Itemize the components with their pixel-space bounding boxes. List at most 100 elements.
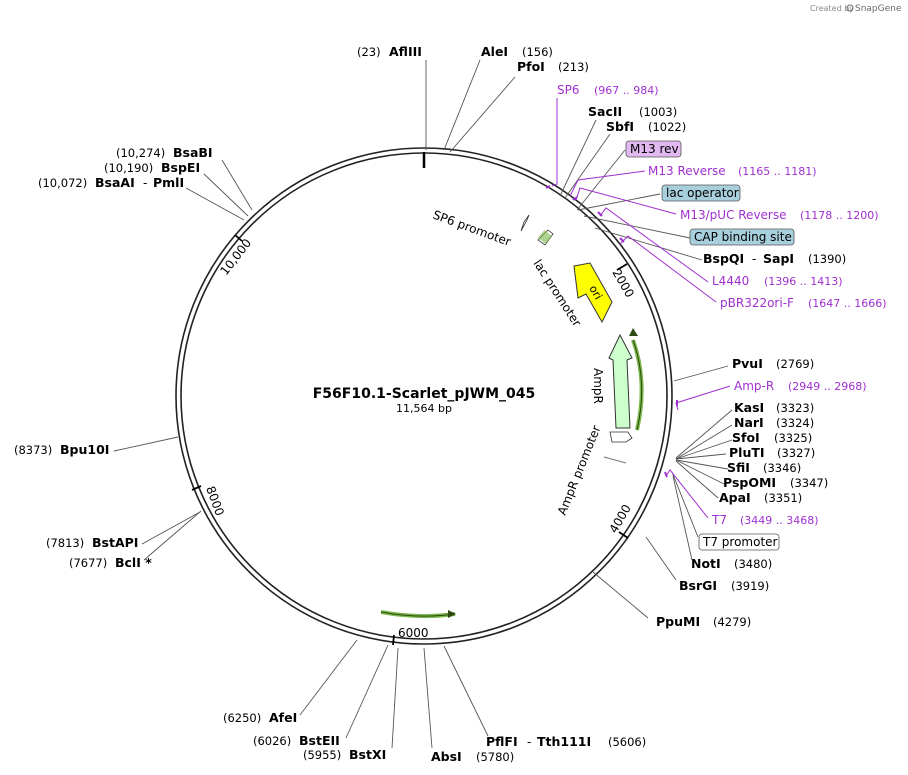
site-sbfi[interactable]: SbfI bbox=[606, 119, 634, 134]
site-afei-pos: (6250) bbox=[223, 711, 261, 725]
site-afliii[interactable]: AflIII bbox=[389, 44, 422, 59]
site-bsaai-sep: - bbox=[143, 176, 147, 190]
site-pspomi[interactable]: PspOMI bbox=[723, 475, 776, 490]
site-sfoi-pos: (3325) bbox=[774, 431, 812, 445]
site-bstxi[interactable]: BstXI bbox=[349, 747, 386, 762]
feature-t7-promoter[interactable]: T7 promoter bbox=[702, 535, 778, 549]
primer-marks bbox=[545, 185, 678, 478]
primer-pbr322ori-f-pos: (1647 .. 1666) bbox=[808, 297, 887, 310]
site-pfoi[interactable]: PfoI bbox=[517, 59, 545, 74]
site-bsaai[interactable]: BsaAI bbox=[95, 175, 135, 190]
site-absi[interactable]: AbsI bbox=[431, 749, 462, 764]
site-bsabi-pos: (10,274) bbox=[116, 146, 165, 160]
site-nari[interactable]: NarI bbox=[734, 415, 764, 430]
snapgene-brand: SnapGene bbox=[855, 4, 902, 14]
ampr-highlight-line bbox=[632, 339, 643, 431]
site-pflfi[interactable]: PflFI bbox=[486, 734, 518, 749]
t7-promoter-box bbox=[698, 533, 780, 551]
primer-m13-reverse-pos: (1165 .. 1181) bbox=[738, 165, 817, 178]
site-bcli-pos: (7677) bbox=[69, 556, 107, 570]
site-bspqi-pos: (1390) bbox=[808, 252, 846, 266]
primer-m13-puc-reverse[interactable]: M13/pUC Reverse bbox=[680, 208, 787, 222]
site-pspomi-pos: (3347) bbox=[790, 476, 828, 490]
site-pluti[interactable]: PluTI bbox=[729, 445, 765, 460]
site-pvui-pos: (2769) bbox=[776, 357, 814, 371]
site-bpu10i[interactable]: Bpu10I bbox=[60, 442, 109, 457]
site-pfoi-pos: (213) bbox=[558, 60, 589, 74]
plasmid-size: 11,564 bp bbox=[396, 402, 452, 415]
site-ppumi-pos: (4279) bbox=[713, 615, 751, 629]
site-ppumi[interactable]: PpuMI bbox=[656, 614, 700, 629]
site-apai-pos: (3351) bbox=[764, 491, 802, 505]
sp6-promoter-label: SP6 promoter bbox=[431, 208, 513, 249]
lac-operator-box bbox=[537, 229, 553, 245]
cap-binding-box bbox=[689, 228, 795, 246]
site-bspei-pos: (10,190) bbox=[104, 161, 153, 175]
tick-label-4000: 4000 bbox=[606, 502, 633, 535]
site-nari-pos: (3324) bbox=[776, 416, 814, 430]
feature-m13-rev[interactable]: M13 rev bbox=[630, 142, 679, 156]
site-bsabi[interactable]: BsaBI bbox=[173, 145, 213, 160]
site-afei[interactable]: AfeI bbox=[269, 710, 297, 725]
backbone-outer2 bbox=[175, 147, 673, 645]
tick-6000 bbox=[392, 634, 395, 646]
site-bpu10i-pos: (8373) bbox=[14, 443, 52, 457]
primer-sp6-pos: (967 .. 984) bbox=[594, 84, 659, 97]
t7-promoter-mark bbox=[603, 456, 627, 464]
site-afliii-pos: (23) bbox=[357, 45, 381, 59]
site-bspqi-sep: - bbox=[752, 252, 756, 266]
site-pflfi-sep: - bbox=[527, 735, 531, 749]
site-bsteii[interactable]: BstEII bbox=[299, 733, 340, 748]
site-bcli[interactable]: BclI * bbox=[115, 555, 152, 570]
site-bsaai-pos: (10,072) bbox=[38, 176, 87, 190]
primer-pbr322ori-f[interactable]: pBR322ori-F bbox=[720, 296, 794, 310]
site-noti-pos: (3480) bbox=[734, 557, 772, 571]
site-sapi[interactable]: SapI bbox=[763, 251, 794, 266]
site-pluti-pos: (3327) bbox=[777, 446, 815, 460]
site-kasi[interactable]: KasI bbox=[734, 400, 764, 415]
site-tth111i[interactable]: Tth111I bbox=[537, 734, 591, 749]
site-apai[interactable]: ApaI bbox=[719, 490, 751, 505]
site-bstapi-pos: (7813) bbox=[46, 536, 84, 550]
tick-4000 bbox=[618, 531, 629, 539]
site-bstxi-pos: (5955) bbox=[303, 748, 341, 762]
ori-arrow bbox=[573, 262, 613, 324]
primer-amp-r[interactable]: Amp-R bbox=[734, 379, 774, 393]
site-bsteii-pos: (6026) bbox=[253, 734, 291, 748]
primer-l4440[interactable]: L4440 bbox=[712, 274, 749, 288]
site-sacii[interactable]: SacII bbox=[588, 104, 622, 119]
site-bspqi[interactable]: BspQI bbox=[703, 251, 744, 266]
ampr-promoter-label: AmpR promoter bbox=[555, 423, 604, 517]
site-pvui[interactable]: PvuI bbox=[732, 356, 763, 371]
site-alei-pos: (156) bbox=[522, 45, 553, 59]
site-sbfi-pos: (1022) bbox=[648, 120, 686, 134]
site-sfoi[interactable]: SfoI bbox=[732, 430, 760, 445]
tick-10000 bbox=[234, 234, 243, 242]
snapgene-logo-icon bbox=[846, 4, 854, 12]
site-pmli[interactable]: PmlI bbox=[153, 175, 184, 190]
site-bspei[interactable]: BspEI bbox=[161, 160, 200, 175]
site-absi-pos: (5780) bbox=[476, 750, 514, 764]
tick-2000 bbox=[616, 263, 628, 271]
site-kasi-pos: (3323) bbox=[776, 401, 814, 415]
tick-label-6000: 6000 bbox=[398, 626, 429, 640]
tick-label-8000: 8000 bbox=[203, 484, 227, 517]
primer-amp-r-pos: (2949 .. 2968) bbox=[788, 380, 867, 393]
primer-t7[interactable]: T7 bbox=[711, 513, 727, 527]
plasmid-name: F56F10.1-Scarlet_pJWM_045 bbox=[313, 386, 536, 402]
site-sfii[interactable]: SfiI bbox=[727, 460, 750, 475]
primer-sp6[interactable]: SP6 bbox=[557, 83, 580, 97]
site-bstapi[interactable]: BstAPI bbox=[92, 535, 138, 550]
feature-cap-binding-site[interactable]: CAP binding site bbox=[694, 230, 792, 244]
tick-8000 bbox=[191, 485, 202, 491]
site-noti[interactable]: NotI bbox=[691, 556, 721, 571]
primer-m13-puc-reverse-pos: (1178 .. 1200) bbox=[800, 209, 879, 222]
feature-lac-operator[interactable]: lac operator bbox=[666, 186, 739, 200]
site-sacii-pos: (1003) bbox=[639, 105, 677, 119]
site-bsrgi[interactable]: BsrGI bbox=[679, 578, 717, 593]
site-alei[interactable]: AleI bbox=[481, 44, 508, 59]
site-bsrgi-pos: (3919) bbox=[731, 579, 769, 593]
site-pflfi-pos: (5606) bbox=[608, 735, 646, 749]
primer-m13-reverse[interactable]: M13 Reverse bbox=[648, 164, 726, 178]
